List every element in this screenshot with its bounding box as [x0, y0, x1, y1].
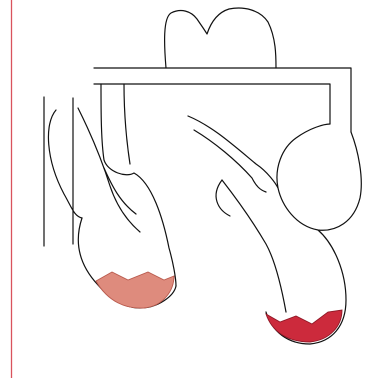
- left-filled-pocket: [96, 272, 174, 308]
- left-organ-inner-loop: [78, 108, 140, 232]
- upper-horizontal-branch: [94, 68, 351, 132]
- right-diagonal-branch-inner: [194, 130, 266, 192]
- right-organ-outflow: [222, 180, 286, 312]
- right-organ-connector: [216, 180, 230, 216]
- left-organ-stem-inner: [124, 84, 130, 164]
- lower-horizontal-branch: [94, 84, 330, 124]
- left-organ-outer-curve: [48, 110, 82, 218]
- right-diagonal-branch: [188, 116, 278, 188]
- right-organ-body: [277, 124, 361, 230]
- top-lobes-outline: [165, 8, 276, 68]
